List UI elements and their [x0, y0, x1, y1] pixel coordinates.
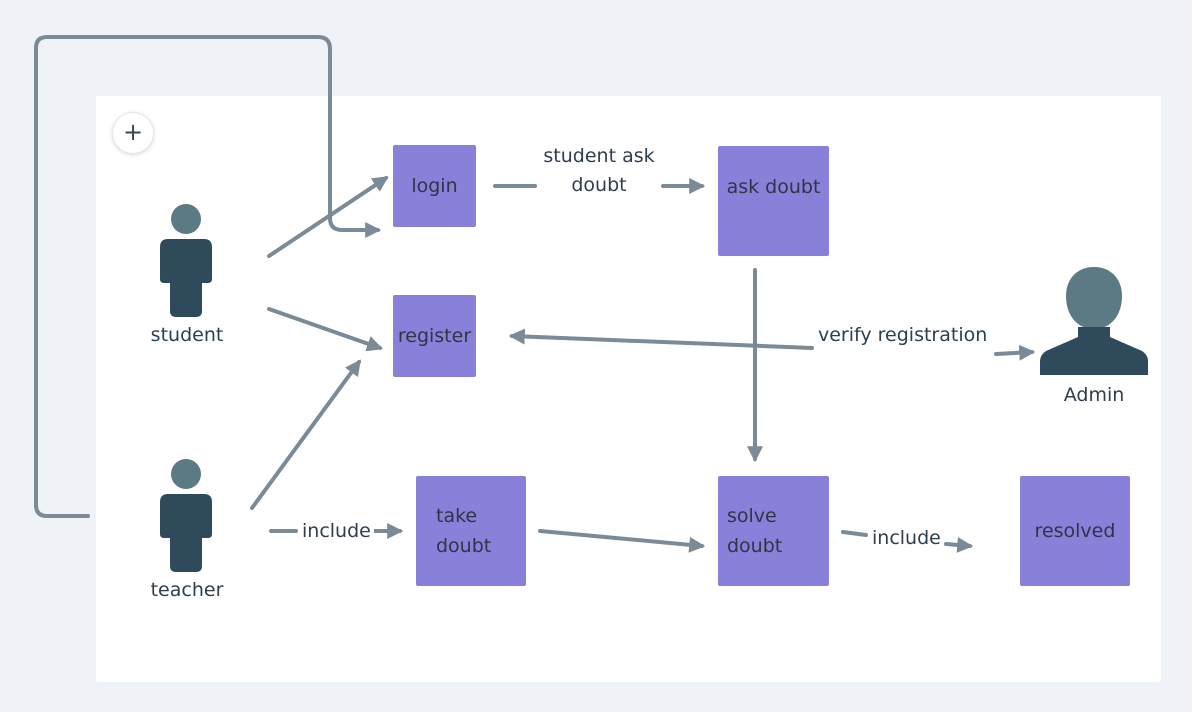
node-login[interactable]: login	[393, 145, 476, 227]
admin-user-avatar-icon[interactable]	[1038, 265, 1150, 379]
node-login-label: login	[411, 175, 458, 197]
add-button[interactable]: +	[112, 112, 154, 154]
student-label: student	[150, 324, 224, 346]
edge-label-include-take-doubt[interactable]: include	[299, 517, 374, 546]
teacher-person-icon[interactable]	[158, 458, 214, 576]
node-resolved[interactable]: resolved	[1020, 476, 1130, 586]
node-resolved-label: resolved	[1034, 520, 1116, 542]
node-register[interactable]: register	[393, 295, 476, 377]
node-take-doubt-label: take doubt	[436, 505, 492, 557]
node-register-label: register	[397, 325, 472, 347]
node-ask-doubt-label: ask doubt	[726, 176, 821, 198]
node-solve-doubt[interactable]: solve doubt	[718, 476, 829, 586]
teacher-label: teacher	[150, 579, 224, 601]
student-person-icon[interactable]	[158, 203, 214, 321]
node-take-doubt[interactable]: take doubt	[416, 476, 526, 586]
node-ask-doubt[interactable]: ask doubt	[718, 146, 829, 256]
edge-label-include-resolved[interactable]: include	[869, 524, 944, 553]
edge-label-verify-registration[interactable]: verify registration	[816, 321, 990, 350]
plus-icon: +	[122, 118, 144, 146]
node-solve-doubt-label: solve doubt	[727, 505, 783, 557]
admin-label: Admin	[1063, 384, 1125, 406]
edge-label-student-ask-doubt[interactable]: student ask doubt	[538, 142, 660, 200]
